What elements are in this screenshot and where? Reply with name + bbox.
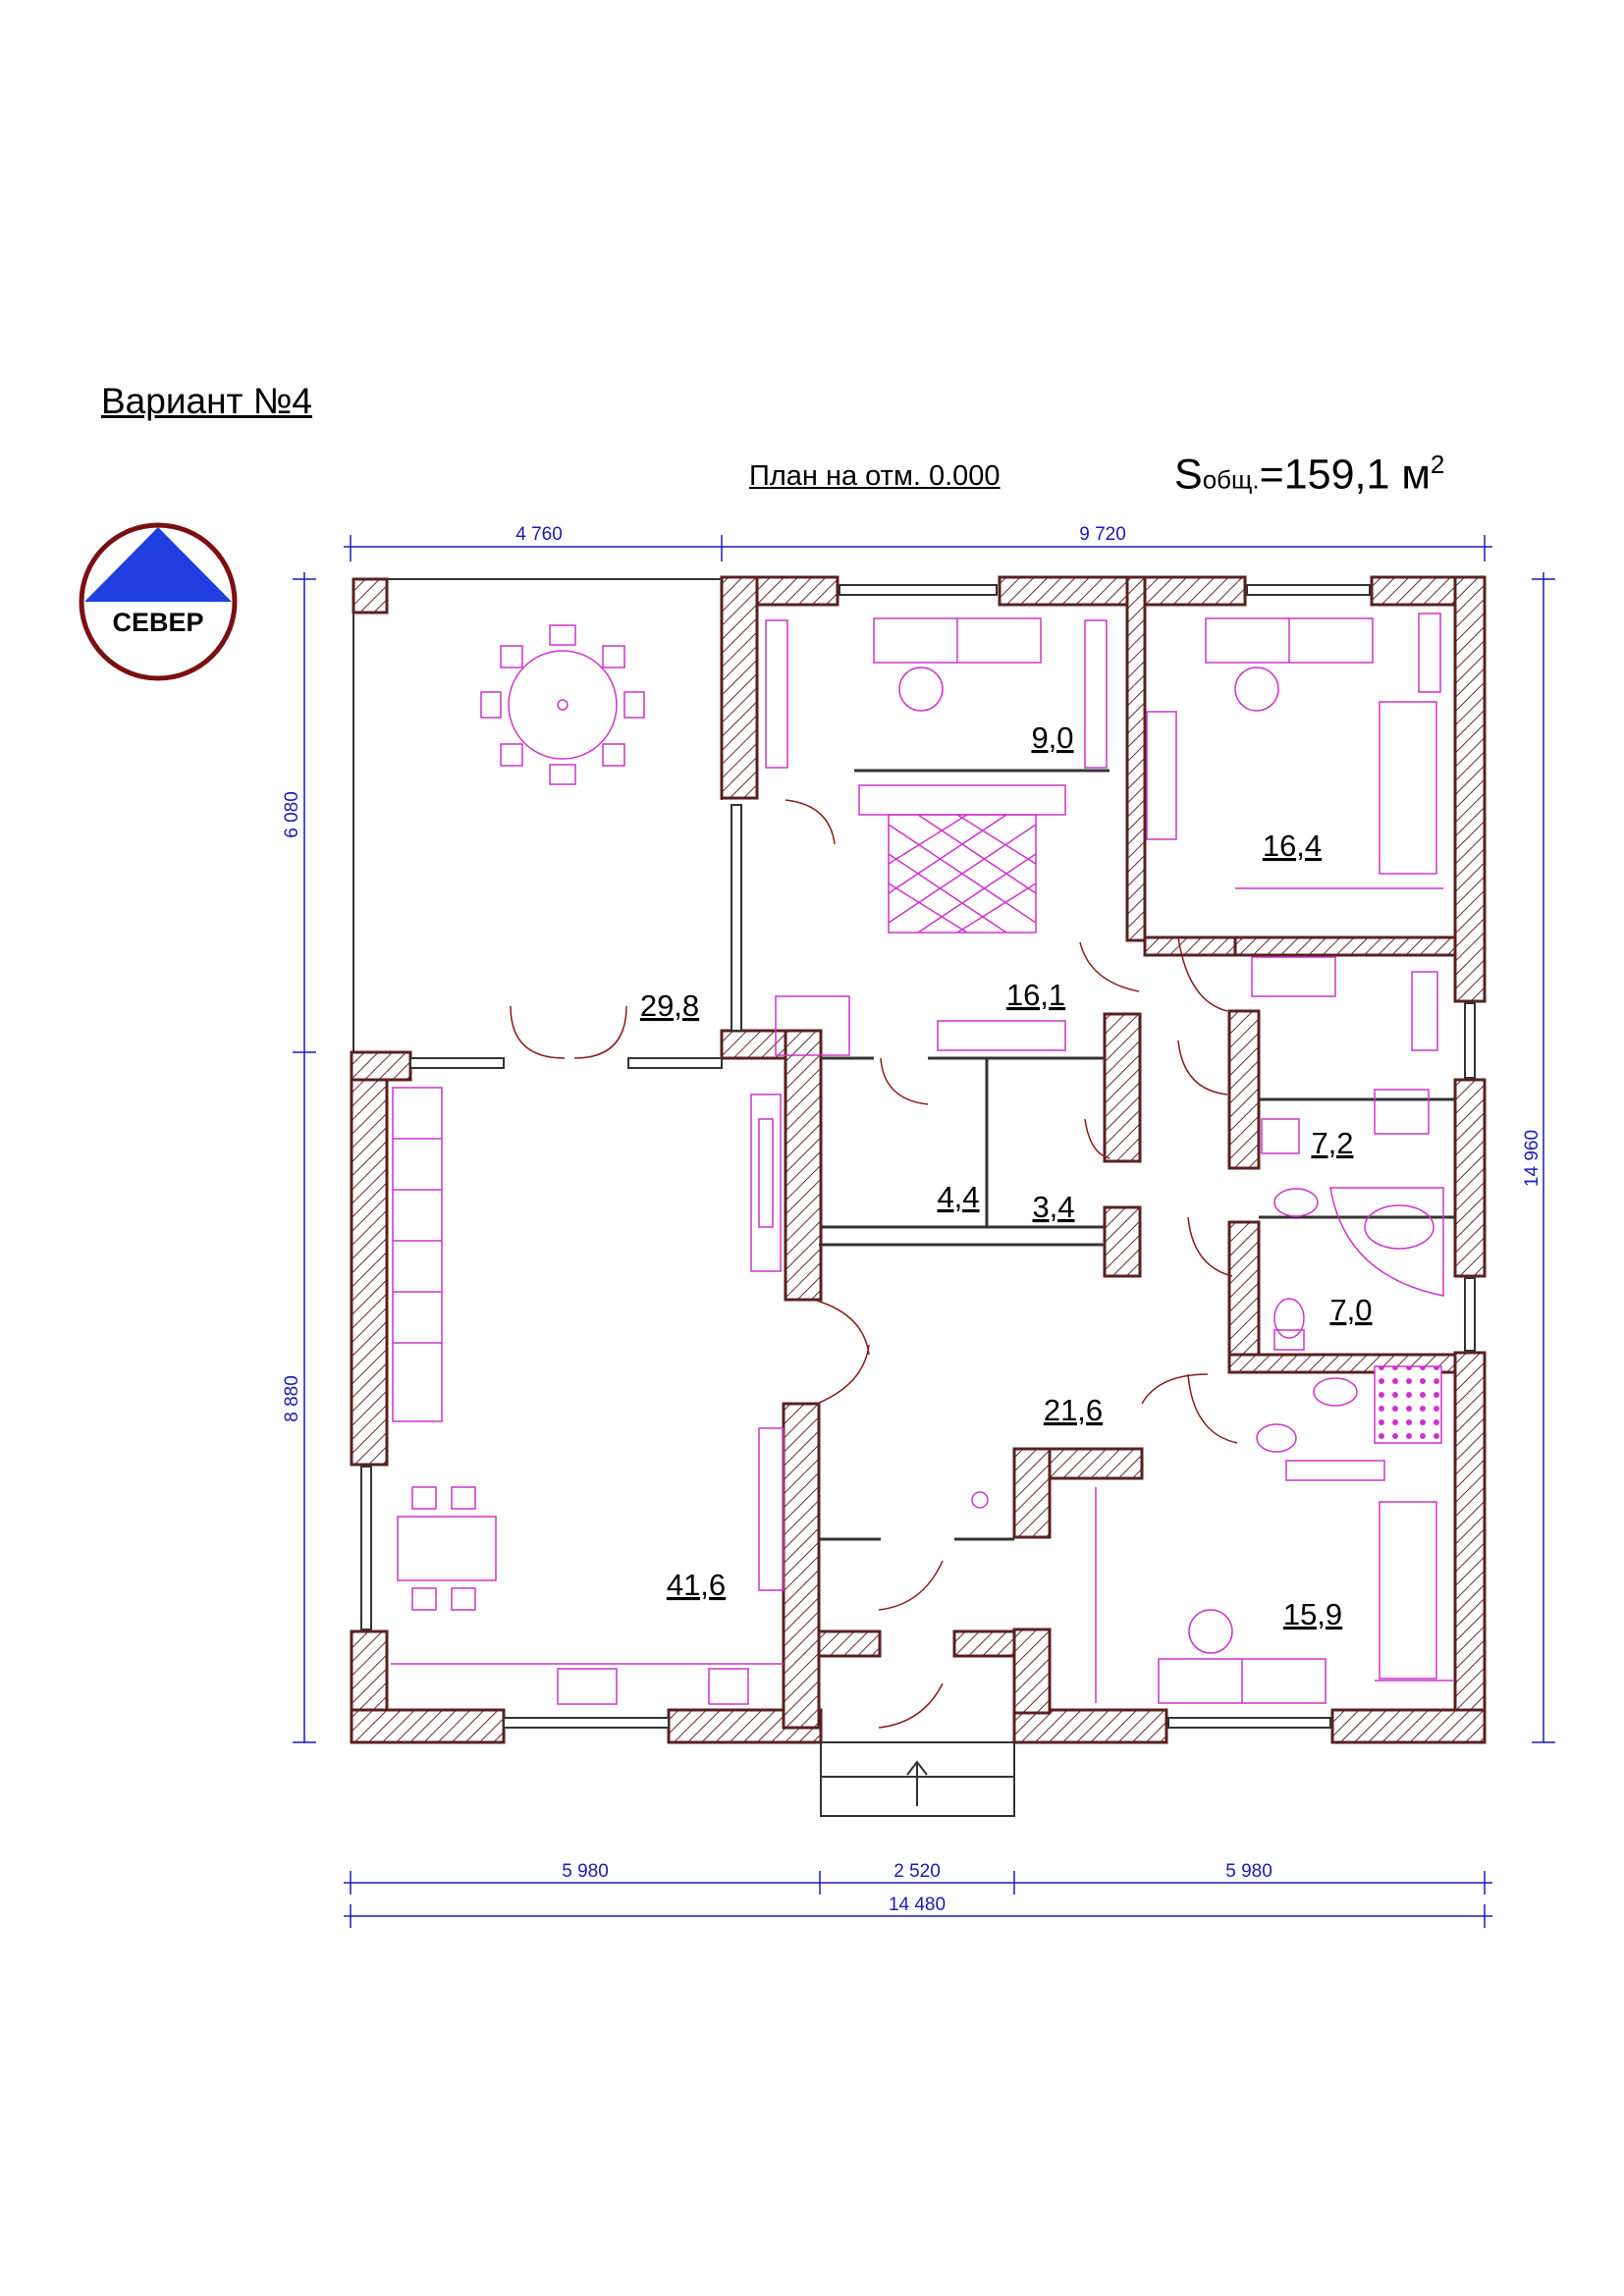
- total-area: Sобщ.=159,1 м2: [1174, 450, 1444, 499]
- room-terrace-area: 29,8: [640, 988, 699, 1023]
- dim-left-upper: 6 080: [282, 791, 302, 838]
- room-se-bedroom-area: 15,9: [1283, 1597, 1342, 1631]
- ne-bedroom-furniture: [1146, 613, 1443, 889]
- dimension-lines: [293, 535, 1555, 1928]
- dim-right-total: 14 960: [1522, 1130, 1543, 1187]
- area-subscript: общ.: [1202, 464, 1260, 495]
- dim-bottom-left: 5 980: [562, 1861, 609, 1882]
- dim-top-right: 9 720: [1079, 524, 1126, 545]
- study-desk: [765, 617, 1108, 769]
- dim-left-lower: 8 880: [282, 1375, 302, 1422]
- entrance-steps: [820, 1741, 1015, 1817]
- variant-title: Вариант №4: [101, 381, 313, 421]
- room-labels: 29,8 9,0 16,1 16,4 4,4 3,4 7,2 7,0 41,6 …: [640, 721, 1373, 1631]
- windows: [360, 584, 1476, 1729]
- doors: [510, 799, 1238, 1729]
- terrace-outline: [352, 577, 723, 1052]
- terrace-dining-table: [480, 624, 645, 785]
- bath-mid-fixtures: [1273, 1187, 1444, 1351]
- plan-title: План на отм. 0.000: [749, 460, 1001, 492]
- bath-top-fixtures: [1251, 956, 1438, 1154]
- area-value: =159,1 м: [1259, 451, 1431, 499]
- dim-bottom-total: 14 480: [889, 1895, 946, 1915]
- dim-bottom-right: 5 980: [1225, 1861, 1272, 1882]
- furniture: [391, 613, 1453, 1705]
- room-living-kitchen-area: 41,6: [667, 1568, 726, 1602]
- room-closet-b-area: 3,4: [1032, 1190, 1074, 1224]
- dim-bottom-mid: 2 520: [893, 1861, 941, 1882]
- compass-label: СЕВЕР: [112, 608, 203, 637]
- north-arrow-icon: [84, 527, 232, 602]
- dim-top-left: 4 760: [515, 524, 563, 545]
- double-bed: [775, 784, 1066, 1056]
- room-bath-mid-area: 7,0: [1329, 1293, 1372, 1327]
- wc-fixtures: [1256, 1365, 1442, 1481]
- terrace-post: [352, 577, 389, 614]
- living-room-furniture: [391, 1087, 989, 1705]
- area-prefix: S: [1174, 451, 1203, 499]
- walls: [350, 575, 1487, 1744]
- se-bedroom-furniture: [1095, 1487, 1453, 1704]
- room-closet-a-area: 4,4: [937, 1180, 979, 1214]
- room-study-area: 9,0: [1031, 721, 1073, 755]
- area-superscript: 2: [1430, 450, 1445, 479]
- room-main-bedroom-area: 16,1: [1006, 978, 1065, 1012]
- room-bath-top-area: 7,2: [1311, 1126, 1353, 1160]
- north-compass: СЕВЕР: [79, 522, 238, 681]
- partitions: [819, 769, 1455, 1541]
- room-ne-bedroom-area: 16,4: [1263, 828, 1322, 863]
- room-hall-area: 21,6: [1044, 1393, 1103, 1427]
